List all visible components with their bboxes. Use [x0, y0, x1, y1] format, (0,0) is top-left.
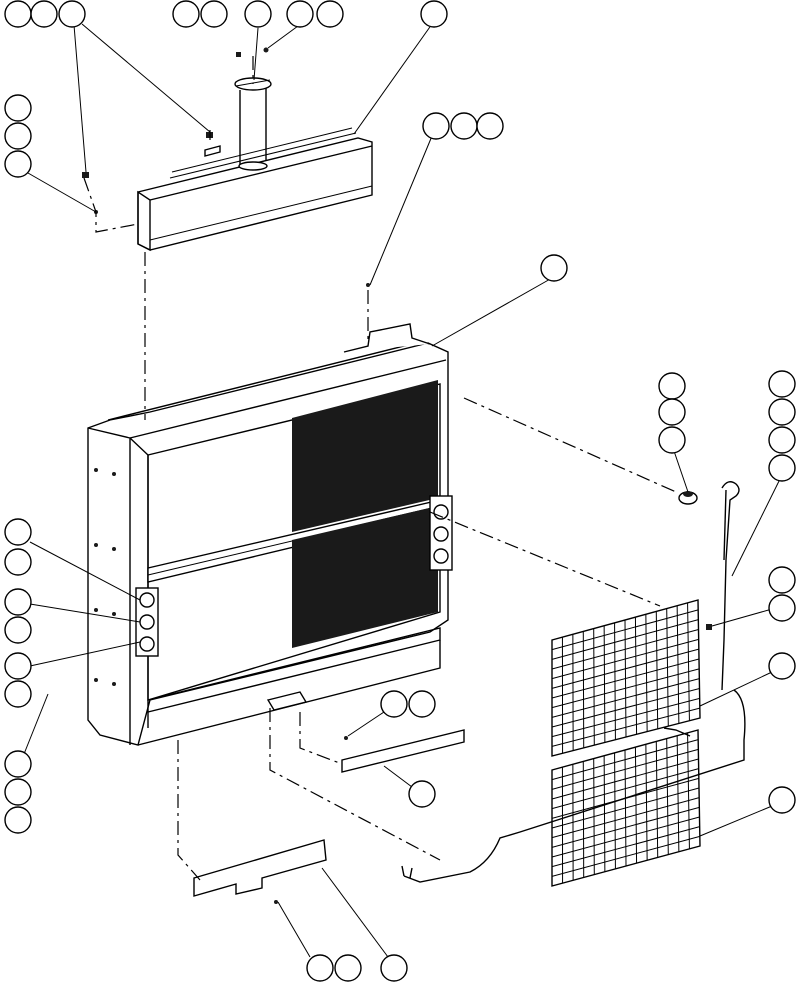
main-frame: [87, 323, 453, 746]
mesh-line: [551, 609, 699, 651]
mesh-line: [551, 806, 700, 848]
filler-tube: [706, 481, 740, 691]
callout-balloon: [658, 398, 686, 426]
mesh-line: [551, 816, 700, 858]
mesh-line: [551, 748, 699, 790]
callout-balloon: [286, 0, 314, 28]
callout-balloon: [768, 454, 796, 482]
mesh-line: [551, 697, 700, 738]
mesh-line: [551, 835, 700, 877]
callout-balloon: [768, 398, 796, 426]
callout-balloon: [658, 372, 686, 400]
callout-balloon: [4, 518, 32, 546]
pressure-cap: [678, 491, 698, 505]
mesh-line: [551, 688, 700, 728]
callout-balloon: [4, 150, 32, 178]
callout-balloon: [200, 0, 228, 28]
callout-balloon: [30, 0, 58, 28]
callout-balloon: [244, 0, 272, 28]
mesh-line: [551, 619, 699, 660]
top-duct: [137, 77, 373, 252]
mesh-line: [551, 758, 699, 800]
callout-balloon: [476, 112, 504, 140]
callout-balloon: [4, 778, 32, 806]
callout-balloon: [420, 0, 448, 28]
leader-lines: [23, 23, 783, 958]
mesh-line: [551, 826, 700, 868]
callout-balloon: [768, 426, 796, 454]
callout-balloon: [408, 690, 436, 718]
mesh-line: [551, 629, 699, 670]
callout-balloon: [4, 750, 32, 778]
callout-balloon: [334, 954, 362, 982]
callout-balloon: [4, 122, 32, 150]
callout-balloon: [4, 616, 32, 644]
callout-balloon: [4, 0, 32, 28]
side-bolts: [94, 468, 116, 686]
callout-balloon: [408, 780, 436, 808]
callout-balloons: [4, 0, 796, 982]
callout-balloon: [422, 112, 450, 140]
callout-balloon: [380, 690, 408, 718]
callout-balloon: [4, 548, 32, 576]
mesh-line: [551, 668, 700, 709]
right-sight-glasses: [429, 495, 453, 571]
callout-balloon: [4, 94, 32, 122]
callout-balloon: [450, 112, 478, 140]
callout-balloon: [172, 0, 200, 28]
callout-balloon: [4, 588, 32, 616]
callout-balloon: [4, 806, 32, 834]
mesh-line: [551, 678, 700, 718]
mesh-line: [551, 787, 700, 829]
callout-balloon: [768, 786, 796, 814]
callout-balloon: [768, 594, 796, 622]
callout-balloon: [540, 254, 568, 282]
callout-balloon: [306, 954, 334, 982]
mesh-line: [551, 638, 699, 680]
upper-screen: [551, 599, 701, 757]
mesh-line: [551, 797, 700, 839]
callout-balloon: [768, 566, 796, 594]
callout-balloon: [658, 426, 686, 454]
mesh-line: [551, 658, 700, 699]
left-sight-glasses: [135, 587, 159, 657]
lower-screen: [551, 729, 701, 887]
callout-balloon: [768, 370, 796, 398]
wire-harness: [401, 689, 746, 883]
callout-balloon: [4, 652, 32, 680]
mesh-line: [551, 707, 700, 747]
mesh-line: [551, 648, 699, 689]
bottom-plate-right: [341, 729, 465, 773]
callout-balloon: [380, 954, 408, 982]
mesh-line: [551, 739, 699, 781]
callout-balloon: [4, 680, 32, 708]
upper-screen-mesh: [551, 602, 700, 754]
bottom-plate-left: [193, 736, 348, 904]
callout-balloon: [316, 0, 344, 28]
lower-screen-mesh: [551, 732, 700, 884]
callout-balloon: [58, 0, 86, 28]
mesh-line: [551, 768, 699, 810]
callout-balloon: [768, 652, 796, 680]
assembly-center-lines: [83, 56, 677, 881]
